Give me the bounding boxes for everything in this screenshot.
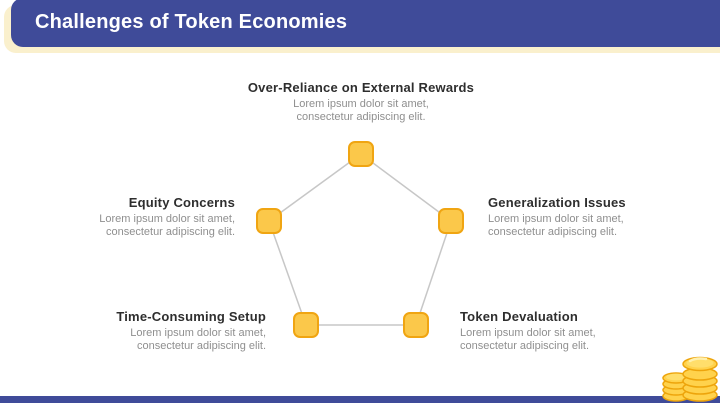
challenge-description: Lorem ipsum dolor sit amet, consectetur … bbox=[130, 327, 266, 353]
challenge-item-token-devaluation: Token Devaluation Lorem ipsum dolor sit … bbox=[460, 309, 635, 353]
challenge-item-equity-concerns: Equity Concerns Lorem ipsum dolor sit am… bbox=[65, 195, 235, 239]
challenge-title: Token Devaluation bbox=[460, 309, 579, 324]
challenge-item-time-consuming-setup: Time-Consuming Setup Lorem ipsum dolor s… bbox=[96, 309, 266, 353]
challenge-description: Lorem ipsum dolor sit amet, consectetur … bbox=[488, 213, 624, 239]
challenge-description: Lorem ipsum dolor sit amet, consectetur … bbox=[460, 327, 596, 353]
challenge-title: Generalization Issues bbox=[488, 195, 626, 210]
challenge-description: Lorem ipsum dolor sit amet, consectetur … bbox=[293, 98, 429, 124]
challenge-title: Time-Consuming Setup bbox=[116, 309, 266, 324]
slide-title: Challenges of Token Economies bbox=[35, 11, 348, 33]
header-bar: Challenges of Token Economies bbox=[11, 0, 720, 47]
challenge-title: Equity Concerns bbox=[128, 195, 235, 210]
challenge-title: Over-Reliance on External Rewards bbox=[247, 80, 475, 95]
pentagon-node-right bbox=[438, 208, 464, 234]
challenge-item-generalization-issues: Generalization Issues Lorem ipsum dolor … bbox=[488, 195, 663, 239]
pentagon-node-top bbox=[348, 141, 374, 167]
pentagon-node-left bbox=[256, 208, 282, 234]
coins-stack-icon bbox=[662, 356, 718, 402]
challenge-item-over-reliance: Over-Reliance on External Rewards Lorem … bbox=[201, 80, 521, 124]
pentagon-node-bottom-left bbox=[293, 312, 319, 338]
challenge-description: Lorem ipsum dolor sit amet, consectetur … bbox=[99, 213, 235, 239]
pentagon-node-bottom-right bbox=[403, 312, 429, 338]
footer-accent-bar bbox=[0, 396, 720, 403]
